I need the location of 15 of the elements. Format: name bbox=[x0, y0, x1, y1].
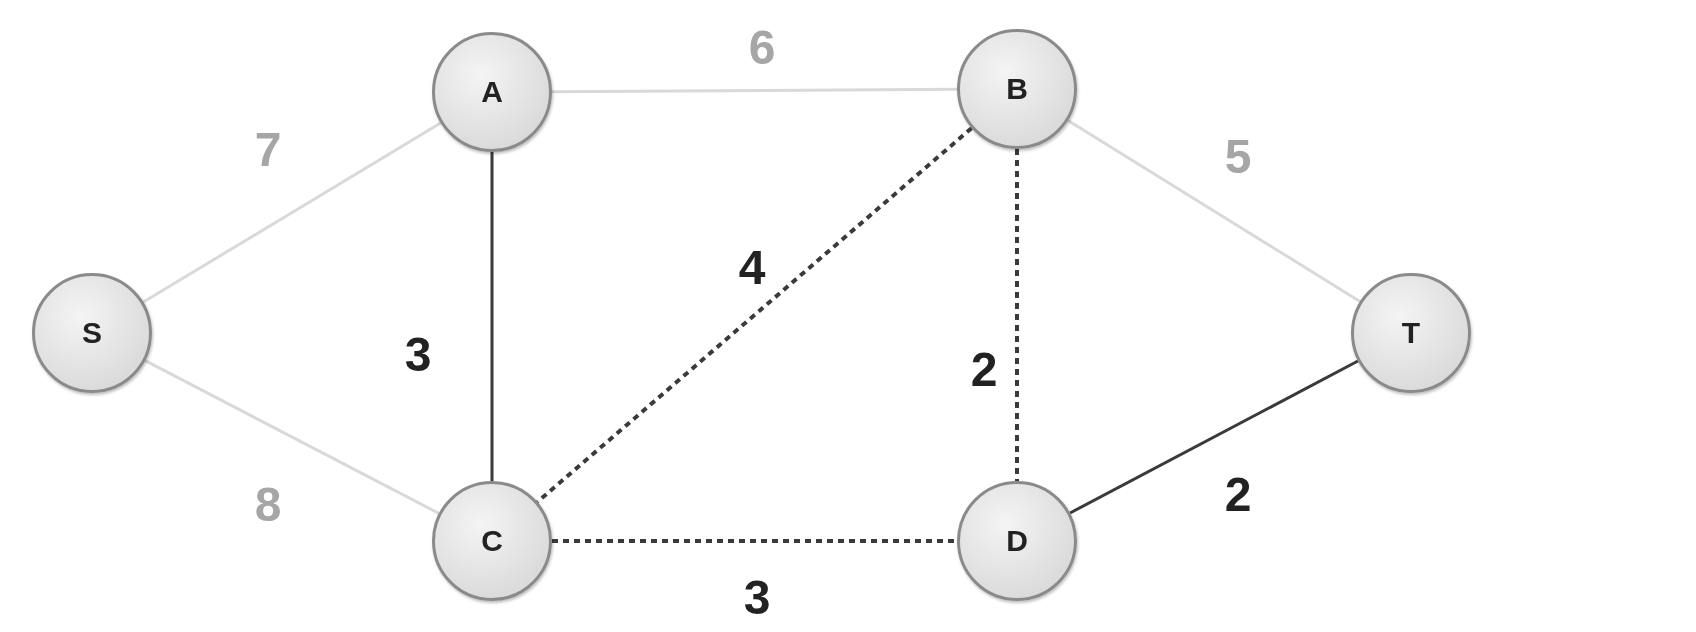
vertex-label: S bbox=[82, 316, 102, 350]
vertex-label: C bbox=[481, 524, 503, 558]
graph-edge bbox=[1069, 359, 1359, 515]
vertex-label: B bbox=[1006, 72, 1028, 106]
vertex-circle bbox=[957, 29, 1077, 149]
graph-edge bbox=[142, 121, 442, 304]
graph-edge bbox=[144, 359, 440, 515]
graph-edge bbox=[552, 539, 957, 543]
graph-edge bbox=[1015, 149, 1019, 481]
vertex-label: A bbox=[481, 75, 503, 109]
graph-edge bbox=[552, 87, 957, 94]
vertex-label: T bbox=[1401, 316, 1421, 350]
vertex-label: D bbox=[1006, 524, 1028, 558]
graph-edge bbox=[490, 152, 494, 481]
graph-edge bbox=[1067, 119, 1361, 303]
